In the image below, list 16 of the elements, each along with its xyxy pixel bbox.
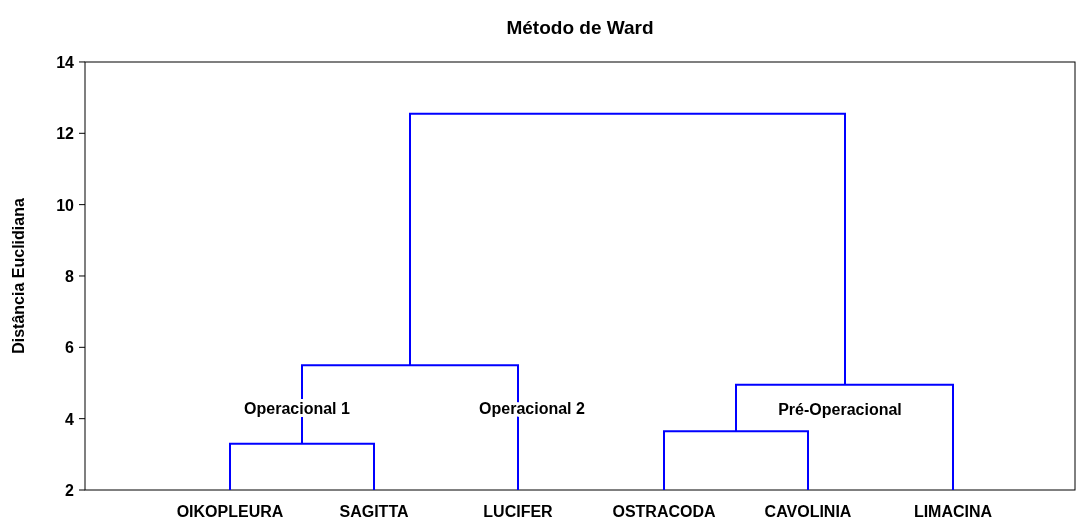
y-axis-title: Distância Euclidiana <box>10 198 27 354</box>
y-tick-label: 10 <box>56 196 74 214</box>
y-tick-label: 4 <box>65 410 74 428</box>
leaf-label: LUCIFER <box>483 503 553 520</box>
y-tick-label: 6 <box>65 339 74 357</box>
leaf-label: CAVOLINIA <box>764 503 852 520</box>
leaf-label: OIKOPLEURA <box>176 503 284 520</box>
chart-title: Método de Ward <box>506 17 654 38</box>
y-tick-label: 12 <box>56 125 74 143</box>
y-tick-label: 2 <box>65 482 74 499</box>
y-tick-label: 14 <box>56 53 74 71</box>
leaf-label: LIMACINA <box>913 503 993 520</box>
cluster-label: Pré-Operacional <box>778 401 902 418</box>
y-tick-label: 8 <box>65 268 74 285</box>
leaf-label: OSTRACODA <box>612 503 716 520</box>
leaf-label: SAGITTA <box>339 503 409 520</box>
